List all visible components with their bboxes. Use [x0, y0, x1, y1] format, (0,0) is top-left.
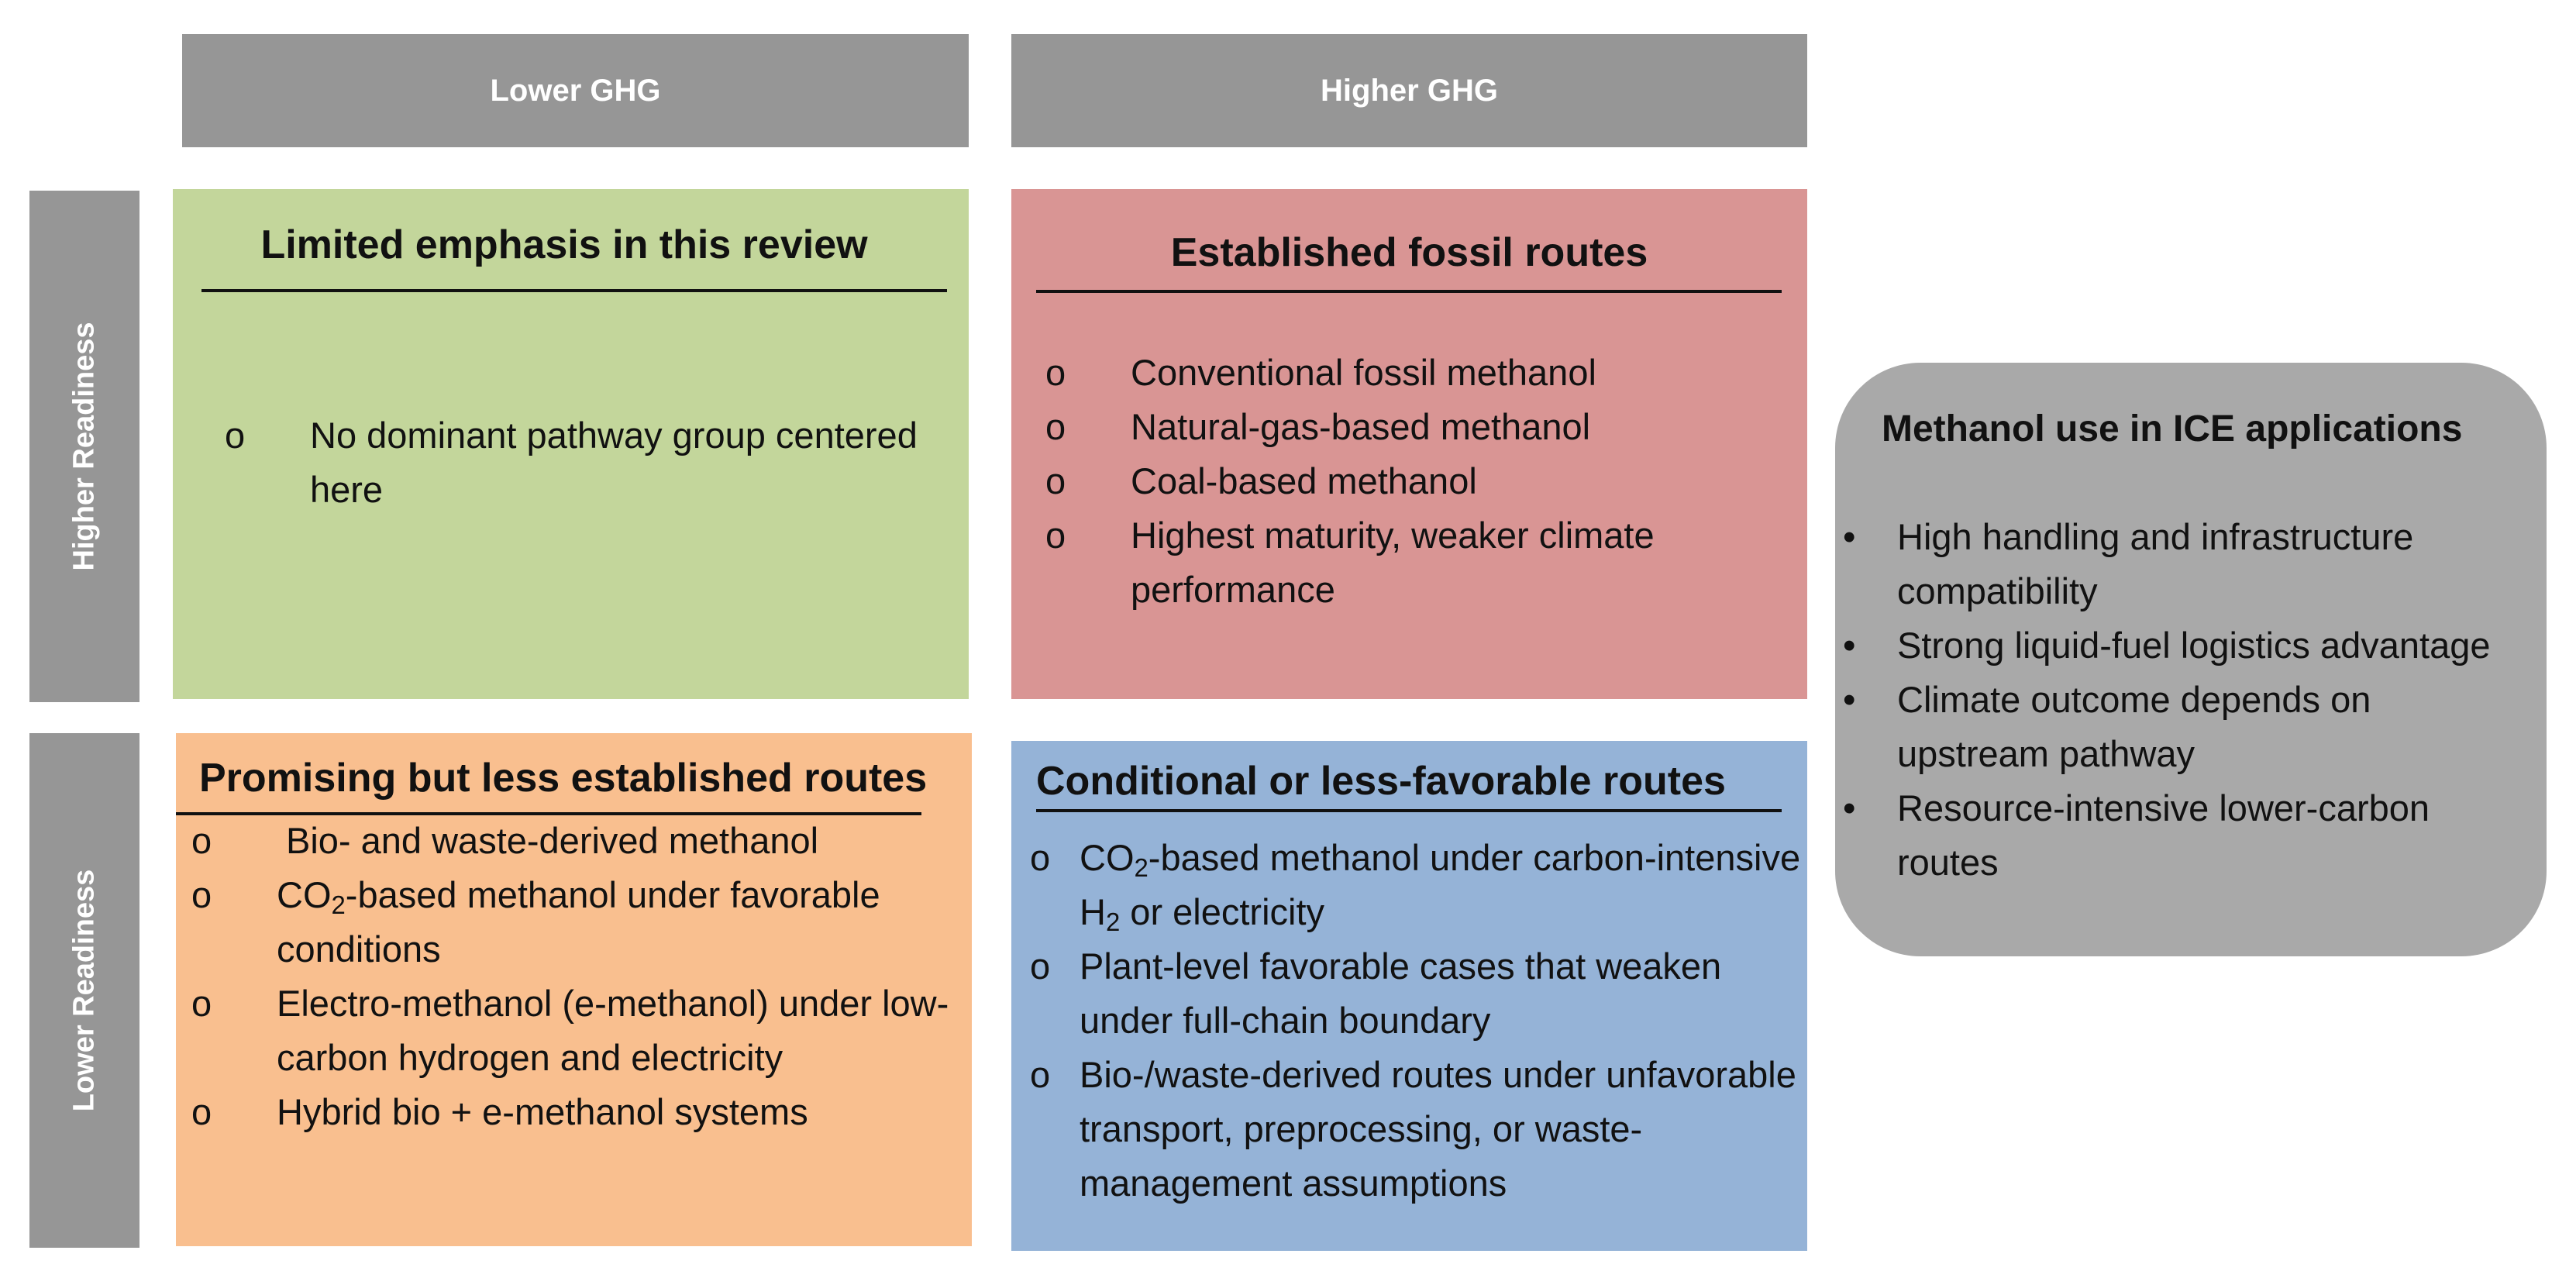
circle-bullet-icon: o [191, 874, 212, 915]
row-header-higher-readiness: Higher Readiness [29, 191, 139, 702]
quadrant-higher-ghg-higher-readiness: Established fossil routes o Conventional… [1011, 189, 1807, 699]
list-item-text: High handling and infrastructure compati… [1897, 516, 2414, 611]
list-item-text: Plant-level favorable cases that weaken … [1080, 946, 1722, 1041]
quadrant-lower-ghg-lower-readiness: Promising but less established routes o … [176, 733, 972, 1246]
column-header-lower-ghg: Lower GHG [182, 34, 969, 147]
quadrant-lower-ghg-higher-readiness: Limited emphasis in this review o No dom… [173, 189, 969, 699]
list-item-text: Strong liquid-fuel logistics advantage [1897, 625, 2491, 666]
quadrant-higher-ghg-lower-readiness: Conditional or less-favorable routes o C… [1011, 741, 1807, 1251]
list-item: o Electro-methanol (e-methanol) under lo… [191, 976, 972, 1085]
quadrant-item-list: o No dominant pathway group centered her… [225, 408, 922, 517]
bullet-icon: • [1843, 516, 1856, 557]
list-item-text: CO2-based methanol under carbon-intensiv… [1080, 837, 1801, 937]
quadrant-item-list: o Conventional fossil methanol o Natural… [1045, 346, 1789, 617]
list-item: o Bio- and waste-derived methanol [191, 814, 972, 868]
row-header-lower-readiness: Lower Readiness [29, 733, 139, 1248]
quadrant-item-list: o Bio- and waste-derived methanol o CO2-… [191, 814, 972, 1139]
list-item-text: Bio-/waste-derived routes under unfavora… [1080, 1054, 1796, 1204]
row-header-higher-readiness-label: Higher Readiness [67, 322, 101, 571]
list-item: o Conventional fossil methanol [1045, 346, 1789, 400]
circle-bullet-icon: o [1030, 946, 1051, 987]
list-item-text: CO2-based methanol under favorable condi… [277, 874, 880, 970]
quadrant-title: Established fossil routes [1170, 230, 1648, 275]
list-item: o Natural-gas-based methanol [1045, 400, 1789, 454]
list-item: o Bio-/waste-derived routes under unfavo… [1030, 1048, 1805, 1211]
list-item-text: Coal-based methanol [1131, 460, 1477, 501]
column-header-lower-ghg-label: Lower GHG [490, 73, 661, 108]
list-item-text: Natural-gas-based methanol [1131, 406, 1591, 447]
circle-bullet-icon: o [1045, 352, 1066, 393]
circle-bullet-icon: o [1045, 406, 1066, 447]
list-item-text: Electro-methanol (e-methanol) under low-… [277, 983, 949, 1078]
circle-bullet-icon: o [225, 415, 246, 456]
list-item-text: Highest maturity, weaker climate perform… [1131, 515, 1655, 610]
circle-bullet-icon: o [1030, 1054, 1051, 1095]
callout-title: Methanol use in ICE applications [1882, 408, 2463, 450]
list-item: • Resource-intensive lower-carbon routes [1843, 781, 2525, 890]
list-item-text: Resource-intensive lower-carbon routes [1897, 787, 2430, 883]
list-item: • High handling and infrastructure compa… [1843, 510, 2525, 618]
list-item-text: Conventional fossil methanol [1131, 352, 1596, 393]
list-item: o CO2-based methanol under favorable con… [191, 868, 972, 976]
quadrant-title: Promising but less established routes [199, 756, 928, 801]
list-item: o Coal-based methanol [1045, 454, 1789, 508]
title-underline [1036, 809, 1782, 812]
quadrant-title: Limited emphasis in this review [260, 222, 868, 267]
title-underline [201, 289, 947, 292]
list-item: • Climate outcome depends on upstream pa… [1843, 673, 2525, 781]
list-item: o CO2-based methanol under carbon-intens… [1030, 831, 1805, 939]
row-header-lower-readiness-label: Lower Readiness [67, 869, 101, 1112]
list-item-text: Hybrid bio + e-methanol systems [277, 1091, 808, 1132]
list-item: o No dominant pathway group centered her… [225, 408, 922, 517]
circle-bullet-icon: o [1045, 460, 1066, 501]
column-header-higher-ghg-label: Higher GHG [1321, 73, 1498, 108]
list-item: o Hybrid bio + e-methanol systems [191, 1085, 972, 1139]
quadrant-title: Conditional or less-favorable routes [1036, 759, 1726, 804]
list-item-text: Climate outcome depends on upstream path… [1897, 679, 2371, 774]
circle-bullet-icon: o [191, 983, 212, 1024]
list-item-text: Bio- and waste-derived methanol [286, 820, 819, 861]
bullet-icon: • [1843, 679, 1856, 720]
title-underline [176, 812, 921, 815]
circle-bullet-icon: o [1045, 515, 1066, 556]
bullet-icon: • [1843, 787, 1856, 828]
column-header-higher-ghg: Higher GHG [1011, 34, 1807, 147]
title-underline [1036, 290, 1782, 293]
quadrant-item-list: o CO2-based methanol under carbon-intens… [1030, 831, 1805, 1211]
callout-item-list: • High handling and infrastructure compa… [1843, 510, 2525, 890]
circle-bullet-icon: o [191, 820, 212, 861]
bullet-icon: • [1843, 625, 1856, 666]
list-item-text: No dominant pathway group centered here [310, 415, 918, 510]
circle-bullet-icon: o [191, 1091, 212, 1132]
list-item: o Plant-level favorable cases that weake… [1030, 939, 1805, 1048]
ice-applications-callout: Methanol use in ICE applications • High … [1835, 363, 2547, 956]
circle-bullet-icon: o [1030, 837, 1051, 878]
list-item: • Strong liquid-fuel logistics advantage [1843, 618, 2525, 673]
list-item: o Highest maturity, weaker climate perfo… [1045, 508, 1789, 617]
